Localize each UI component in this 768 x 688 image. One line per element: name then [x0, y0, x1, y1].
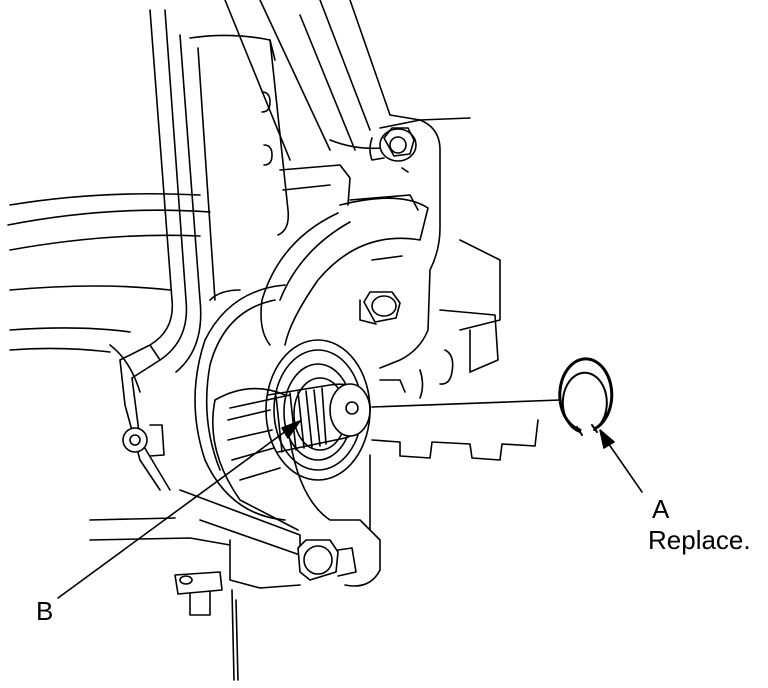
lower-stud: [175, 572, 238, 680]
callout-a-letter: A: [652, 494, 670, 524]
shift-fork: [261, 198, 428, 345]
housing-contours: [8, 194, 210, 392]
bolt-mid: [360, 292, 400, 324]
support-column: [120, 10, 201, 490]
snap-ring-a: [560, 359, 612, 435]
callout-a-note: Replace.: [648, 525, 751, 555]
leader-b: [58, 421, 300, 598]
casing-edge: [372, 370, 538, 460]
cover-plate: [350, 120, 440, 368]
bolt-left: [123, 425, 164, 456]
bolt-top: [370, 128, 416, 161]
upper-housing: [225, 0, 500, 384]
bolt-lower: [298, 540, 356, 580]
axis-line: [372, 400, 560, 407]
callout-b-letter: B: [36, 596, 54, 626]
top-boss: [190, 35, 350, 300]
drum-housing: [195, 285, 298, 530]
leader-a: [600, 430, 642, 492]
splined-shaft: [268, 384, 370, 452]
